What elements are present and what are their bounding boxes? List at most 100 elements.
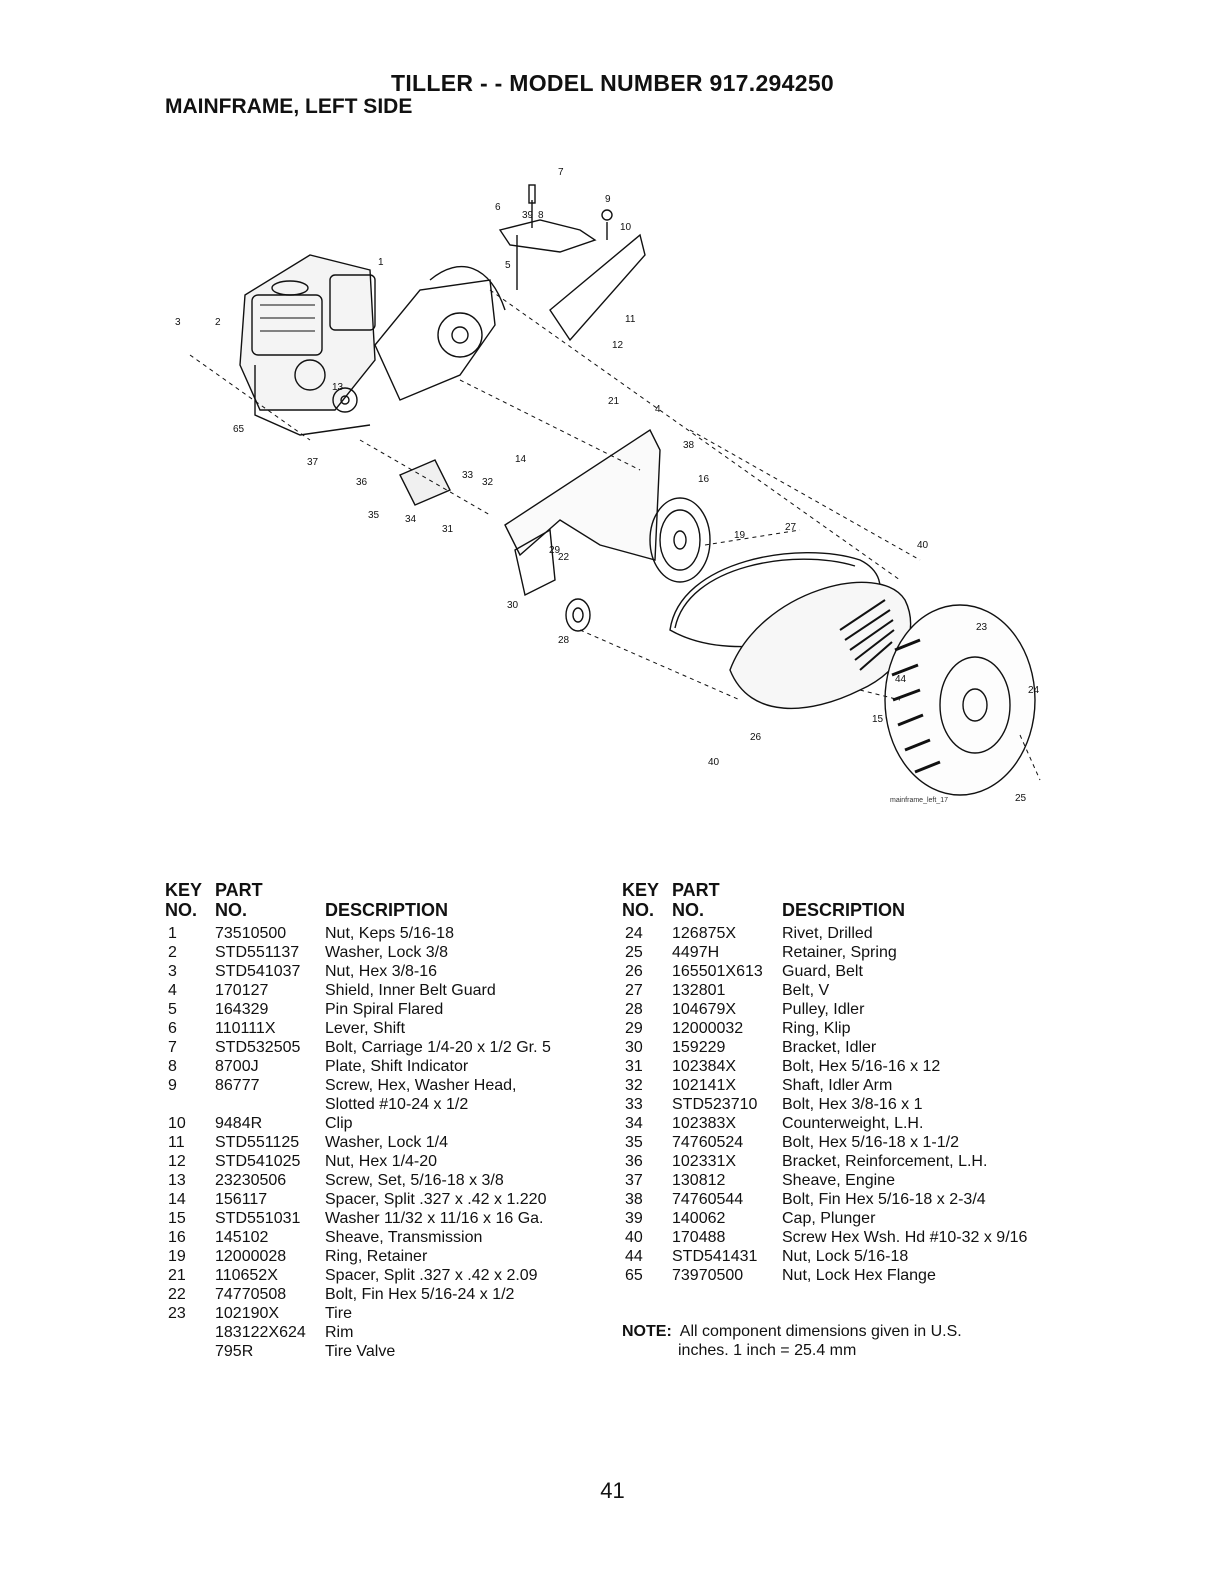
part-description: Belt, V: [782, 982, 830, 999]
part-description: Bolt, Carriage 1/4-20 x 1/2 Gr. 5: [325, 1039, 551, 1056]
key-number: 65: [625, 1267, 643, 1284]
part-number: 12000028: [215, 1248, 287, 1265]
callout-1: 1: [378, 257, 384, 268]
callout-22: 22: [558, 552, 570, 563]
callout-38: 38: [683, 440, 695, 451]
description-header: DESCRIPTION: [325, 900, 449, 920]
part-description: Screw Hex Wsh. Hd #10-32 x 9/16: [782, 1229, 1028, 1246]
key-number: 40: [625, 1229, 643, 1246]
part-description: Tire: [325, 1305, 352, 1322]
key-header-line1: KEY: [165, 880, 203, 900]
part-number: 110111X: [215, 1020, 276, 1037]
key-number: 39: [625, 1210, 643, 1227]
key-number: 27: [625, 982, 643, 999]
part-number: 73970500: [672, 1267, 744, 1284]
part-number: 74760524: [672, 1134, 744, 1151]
callout-35: 35: [368, 510, 380, 521]
callout-25: 25: [1015, 793, 1027, 804]
key-number: 10: [168, 1115, 186, 1132]
transmission-sheave: [649, 497, 711, 583]
part-description: Slotted #10-24 x 1/2: [325, 1096, 469, 1113]
part-header-line2: NO.: [215, 900, 248, 920]
part-header-line1: PART: [215, 880, 263, 900]
part-number: 74770508: [215, 1286, 287, 1303]
key-number: 22: [168, 1286, 186, 1303]
part-description: Screw, Set, 5/16-18 x 3/8: [325, 1172, 504, 1189]
page-number: 41: [600, 1478, 625, 1503]
part-description: Cap, Plunger: [782, 1210, 876, 1227]
callout-39: 39: [522, 210, 534, 221]
callout-31: 31: [442, 524, 454, 535]
part-description: Bracket, Idler: [782, 1039, 877, 1056]
part-number: 170488: [672, 1229, 726, 1246]
callout-6: 6: [495, 202, 501, 213]
part-number: 170127: [215, 982, 269, 999]
part-description: Washer, Lock 3/8: [325, 944, 449, 961]
key-number: 33: [625, 1096, 643, 1113]
part-number: 102190X: [215, 1305, 280, 1322]
callout-40: 40: [917, 540, 929, 551]
key-number: 5: [168, 1001, 177, 1018]
part-description: Spacer, Split .327 x .42 x 1.220: [325, 1191, 547, 1208]
part-description: Washer, Lock 1/4: [325, 1134, 449, 1151]
key-number: 4: [168, 982, 177, 999]
shift-lever-illustration: [498, 184, 613, 290]
callout-33: 33: [462, 470, 474, 481]
callout-11: 11: [625, 314, 636, 325]
part-number: 156117: [215, 1191, 268, 1208]
part-header-line2: NO.: [672, 900, 705, 920]
key-number: 2: [168, 944, 177, 961]
part-description: Bolt, Fin Hex 5/16-24 x 1/2: [325, 1286, 515, 1303]
callout-34: 34: [405, 514, 417, 525]
part-description: Bolt, Hex 5/16-18 x 1-1/2: [782, 1134, 959, 1151]
callout-5: 5: [505, 260, 511, 271]
note-line1: All component dimensions given in U.S.: [679, 1323, 962, 1340]
key-number: 26: [625, 963, 643, 980]
part-number: 145102: [215, 1229, 269, 1246]
part-description: Counterweight, L.H.: [782, 1115, 924, 1132]
page-title: TILLER - - MODEL NUMBER 917.294250: [390, 70, 835, 96]
callout-44: 44: [895, 674, 907, 685]
callout-36: 36: [356, 477, 368, 488]
part-number: STD541431: [672, 1248, 758, 1265]
part-number: 74760544: [672, 1191, 744, 1208]
callout-4: 4: [655, 404, 661, 415]
key-header-line2: NO.: [622, 900, 655, 920]
key-number: 8: [168, 1058, 177, 1075]
key-number: 21: [168, 1267, 186, 1284]
part-description: Retainer, Spring: [782, 944, 897, 961]
part-number: STD523710: [672, 1096, 758, 1113]
callout-24: 24: [1028, 685, 1040, 696]
diagram-credit: mainframe_left_17: [890, 797, 948, 804]
key-number: 16: [168, 1229, 186, 1246]
callout-2: 2: [215, 317, 221, 328]
part-description: Washer 11/32 x 11/16 x 16 Ga.: [325, 1210, 544, 1227]
part-number: STD551031: [215, 1210, 301, 1227]
key-number: 35: [625, 1134, 643, 1151]
key-number: 6: [168, 1020, 177, 1037]
part-description: Shaft, Idler Arm: [782, 1077, 893, 1094]
key-number: 30: [625, 1039, 643, 1056]
part-number: 8700J: [215, 1058, 259, 1075]
key-number: 1: [168, 925, 177, 942]
key-number: 25: [625, 944, 643, 961]
callout-65: 65: [233, 424, 245, 435]
part-number: STD551137: [215, 944, 300, 961]
callout-9: 9: [605, 194, 611, 205]
part-description: Nut, Lock Hex Flange: [782, 1267, 936, 1284]
part-number: 102384X: [672, 1058, 737, 1075]
part-number: STD541037: [215, 963, 301, 980]
key-number: 36: [625, 1153, 643, 1170]
callout-8: 8: [538, 210, 544, 221]
part-description: Sheave, Engine: [782, 1172, 895, 1189]
part-number: 23230506: [215, 1172, 287, 1189]
description-header: DESCRIPTION: [782, 900, 906, 920]
part-number: 102383X: [672, 1115, 737, 1132]
part-description: Spacer, Split .327 x .42 x 2.09: [325, 1267, 538, 1284]
part-number: 9484R: [215, 1115, 263, 1132]
callout-37: 37: [307, 457, 319, 468]
part-number: 12000032: [672, 1020, 744, 1037]
callout-40b: 40: [708, 757, 720, 768]
part-number: 102141X: [672, 1077, 737, 1094]
part-description: Nut, Lock 5/16-18: [782, 1248, 909, 1265]
